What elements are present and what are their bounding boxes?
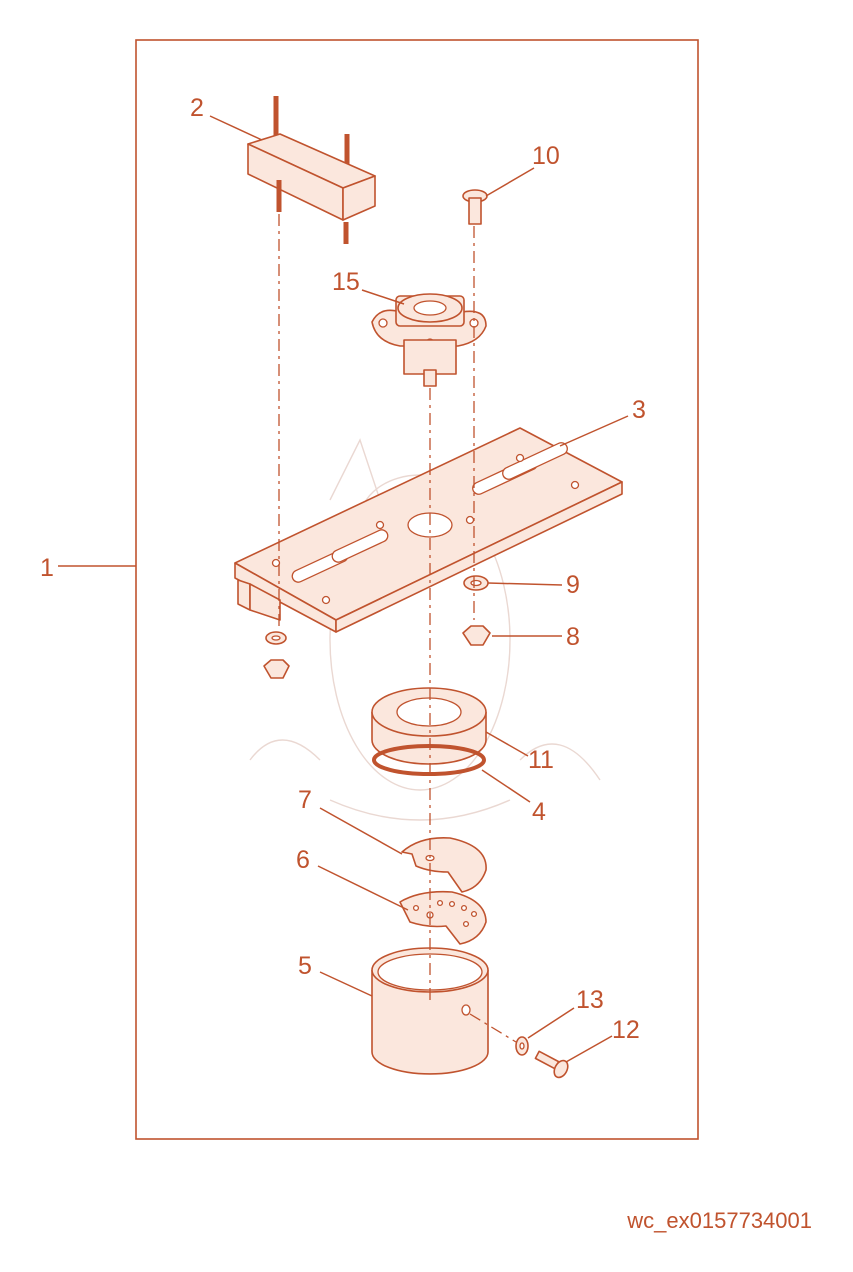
callout-4: 4 [532, 798, 546, 826]
part-7-cam-plate [401, 836, 487, 893]
callout-10: 10 [532, 142, 560, 170]
part-8-nut [462, 625, 491, 646]
left-washer [265, 631, 287, 645]
part-13-washer [515, 1036, 529, 1056]
center-lines [278, 214, 517, 1043]
part-9-washer [463, 575, 489, 591]
part-3-mounting-plate [234, 427, 623, 633]
callout-5: 5 [298, 952, 312, 980]
part-10-bolt [462, 189, 488, 225]
assembly-frame [135, 39, 699, 1140]
drawing-code: wc_ex0157734001 [626, 1208, 812, 1233]
callout-7: 7 [298, 786, 312, 814]
part-5-sleeve [371, 947, 489, 1075]
callout-9: 9 [566, 571, 580, 599]
left-nut [263, 659, 290, 679]
callout-1: 1 [40, 554, 54, 582]
part-2-stud-bracket [247, 96, 376, 244]
part-6-index-plate [399, 890, 487, 945]
part-4-o-ring [372, 744, 486, 776]
callout-11: 11 [528, 746, 554, 774]
callout-2: 2 [190, 94, 204, 122]
callout-3: 3 [632, 396, 646, 424]
part-15-flanged-bearing [371, 293, 487, 387]
leader-lines [58, 115, 629, 1063]
part-11-bushing [371, 687, 487, 765]
callout-6: 6 [296, 846, 310, 874]
part-12-screw [534, 1050, 569, 1079]
callout-8: 8 [566, 623, 580, 651]
callout-13: 13 [576, 986, 604, 1014]
callout-labels: 1 2 3 4 5 6 7 8 9 10 11 12 13 15 [40, 94, 646, 1044]
callout-15: 15 [332, 268, 360, 296]
callout-12: 12 [612, 1016, 640, 1044]
